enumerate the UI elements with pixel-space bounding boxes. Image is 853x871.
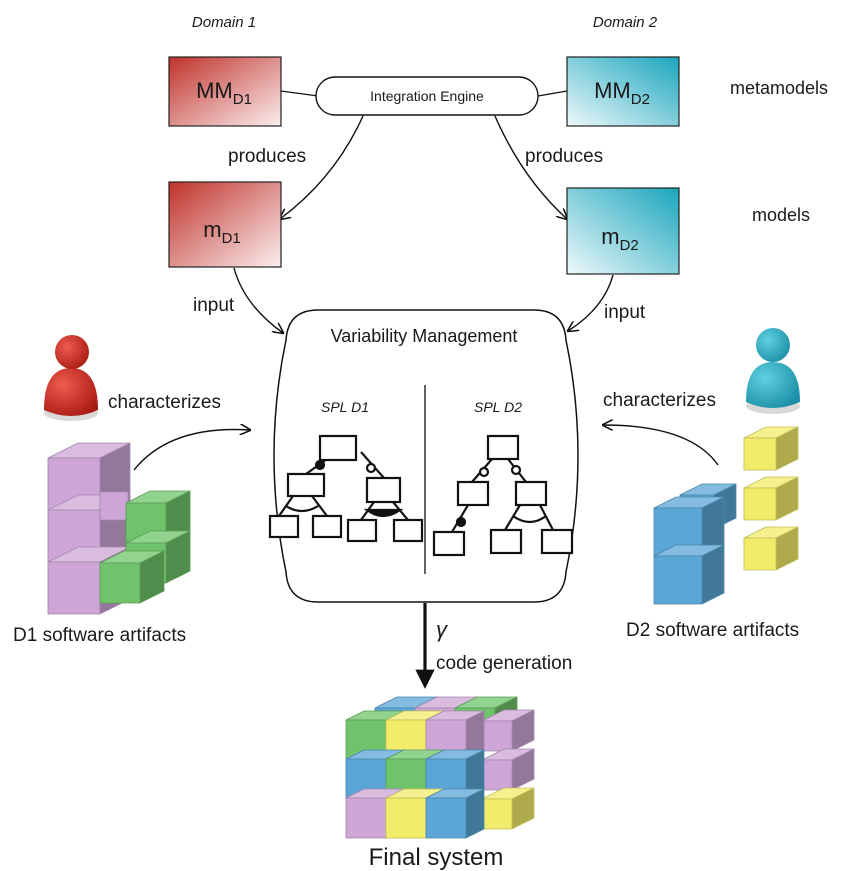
artifact-cube xyxy=(743,426,799,471)
variability-management-title: Variability Management xyxy=(331,326,518,346)
metamodel-d2-box: MMD2 xyxy=(566,56,680,127)
input-edge-left xyxy=(233,267,283,333)
svg-text:MMD2: MMD2 xyxy=(594,78,650,108)
integration-engine-label: Integration Engine xyxy=(370,88,484,104)
produces-label-right: produces xyxy=(525,146,603,167)
characterizes-edge-left xyxy=(133,430,250,471)
spl-d2-label: SPL D2 xyxy=(474,399,522,415)
metamodel-d2-sub: D2 xyxy=(631,91,650,108)
characterizes-edge-right xyxy=(603,425,719,466)
spl-d1-label: SPL D1 xyxy=(321,399,369,415)
produces-edge-left xyxy=(280,115,364,219)
artifact-cube xyxy=(99,550,165,604)
artifact-cube xyxy=(743,526,799,571)
input-edge-right xyxy=(568,274,614,331)
final-cube-block xyxy=(481,787,535,830)
svg-text:mD2: mD2 xyxy=(601,224,639,254)
final-cube-block xyxy=(425,788,485,839)
domain-2-label: Domain 2 xyxy=(593,14,658,31)
produces-edge-right xyxy=(494,115,567,219)
person-d2-icon xyxy=(746,328,800,414)
artifact-cube xyxy=(743,476,799,521)
characterizes-label-left: characterizes xyxy=(108,392,221,413)
svg-text:mD1: mD1 xyxy=(203,217,241,247)
metamodel-d2-main: MM xyxy=(594,78,631,103)
artifact-cube xyxy=(653,496,725,557)
models-row-label: models xyxy=(752,205,810,225)
model-d1-sub: D1 xyxy=(222,230,241,247)
person-d1-icon xyxy=(44,335,98,421)
input-label-right: input xyxy=(604,302,646,323)
feature-model-d2 xyxy=(432,434,574,557)
model-d1-box: mD1 xyxy=(168,181,282,268)
produces-label-left: produces xyxy=(228,146,306,167)
feature-model-d1 xyxy=(268,434,424,543)
metamodel-d1-sub: D1 xyxy=(233,91,252,108)
svg-text:MMD1: MMD1 xyxy=(196,78,252,108)
d1-artifact-cubes xyxy=(47,442,191,615)
d1-artifacts-label: D1 software artifacts xyxy=(13,625,186,646)
final-system-label: Final system xyxy=(369,844,504,871)
final-cube-block xyxy=(481,748,535,791)
model-d2-box: mD2 xyxy=(566,187,680,275)
model-d2-sub: D2 xyxy=(620,237,639,254)
d2-artifacts-label: D2 software artifacts xyxy=(626,620,799,641)
code-generation-label: code generation xyxy=(436,653,572,674)
integration-engine-node: Integration Engine xyxy=(315,76,539,116)
model-d2-main: m xyxy=(601,224,619,249)
metamodels-row-label: metamodels xyxy=(730,78,828,98)
model-d1-main: m xyxy=(203,217,221,242)
d2-artifact-cubes xyxy=(653,426,799,605)
domain-1-label: Domain 1 xyxy=(192,14,256,31)
artifact-cube xyxy=(653,544,725,605)
metamodel-d1-box: MMD1 xyxy=(168,56,282,127)
artifact-cube xyxy=(99,491,129,521)
final-system-cube xyxy=(345,696,535,839)
metamodel-d1-main: MM xyxy=(196,78,233,103)
final-cube-block xyxy=(481,709,535,752)
characterizes-label-right: characterizes xyxy=(603,390,716,411)
gamma-symbol: γ xyxy=(436,617,449,642)
input-label-left: input xyxy=(193,295,235,316)
